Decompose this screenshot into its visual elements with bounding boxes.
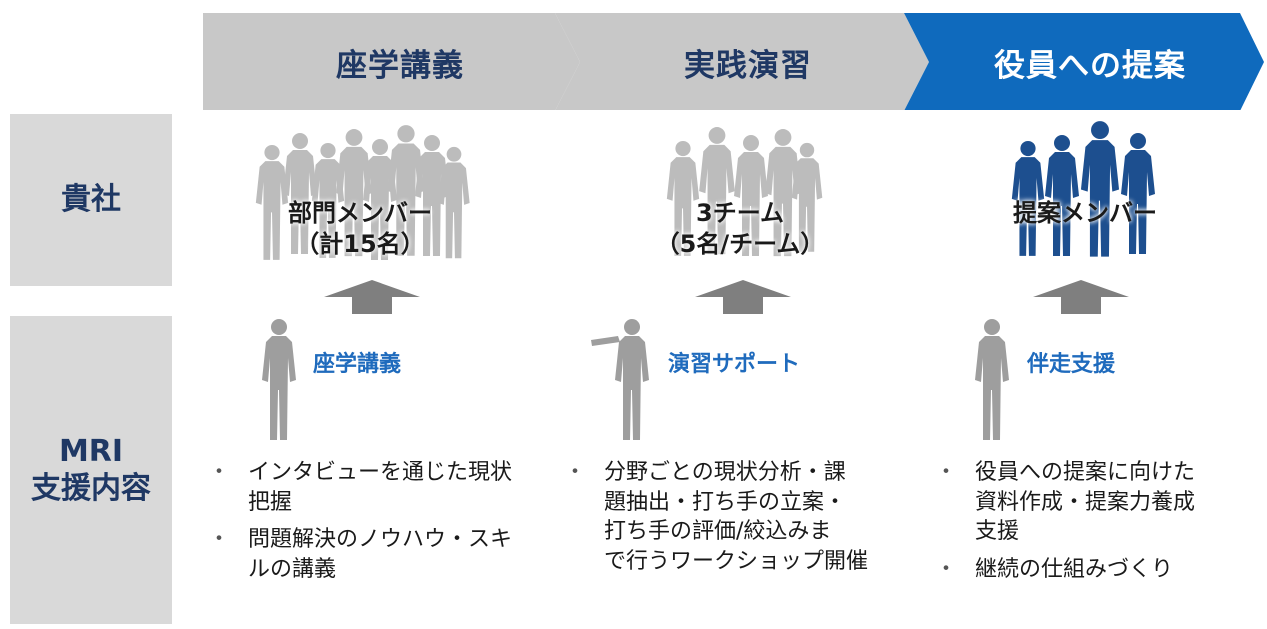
list-item: ・ 役員への提案に向けた 資料作成・提案力養成 支援 (935, 460, 1196, 545)
bullet-list-3: ・ 役員への提案に向けた 資料作成・提案力養成 支援 ・ 継続の仕組みづくり (935, 458, 1255, 593)
list-item: ・ 継続の仕組みづくり (935, 557, 1174, 583)
group-label-2: 3チーム （5名/チーム） (655, 199, 825, 259)
step-shape-3 (904, 13, 1264, 110)
up-arrow-icon (1033, 280, 1129, 314)
row-label-mri-support: MRI 支援内容 (10, 316, 172, 624)
step-shape-2 (555, 13, 929, 110)
row-label-client: 貴社 (10, 114, 172, 286)
group-label-1: 部門メンバー （計15名） (288, 199, 432, 259)
support-title-2: 演習サポート (668, 352, 801, 377)
up-arrow-icon (695, 280, 791, 314)
support-title-3: 伴走支援 (1027, 352, 1116, 377)
step-label-3: 役員への提案 (994, 47, 1186, 84)
people-group-icon (1011, 121, 1155, 257)
list-item: ・ 問題解決のノウハウ・スキ ルの講義 (208, 527, 513, 583)
bullet-list-1: ・ インタビューを通じた現状 把握 ・ 問題解決のノウハウ・スキ ルの講義 (208, 458, 558, 593)
bullet-list-2: ・ 分野ごとの現状分析・課 題抽出・打ち手の立案・ 打ち手の評価/絞込みま で行… (564, 458, 924, 585)
up-arrow-icon (324, 280, 420, 314)
step-label-2: 実践演習 (684, 47, 812, 84)
step-label-1: 座学講義 (336, 47, 464, 84)
group-label-3: 提案メンバー (1013, 199, 1157, 227)
presenter-icon (591, 319, 649, 440)
row-label-mri-line1: MRI (58, 433, 124, 469)
support-title-1: 座学講義 (313, 352, 402, 377)
list-item: ・ 分野ごとの現状分析・課 題抽出・打ち手の立案・ 打ち手の評価/絞込みま で行… (564, 460, 869, 575)
consultant-icon (262, 319, 296, 440)
step-shape-1 (203, 13, 580, 110)
row-label-mri-line2: 支援内容 (31, 471, 151, 506)
consultant-icon (975, 319, 1009, 440)
process-chevrons (203, 13, 1264, 110)
list-item: ・ インタビューを通じた現状 把握 (208, 460, 513, 515)
